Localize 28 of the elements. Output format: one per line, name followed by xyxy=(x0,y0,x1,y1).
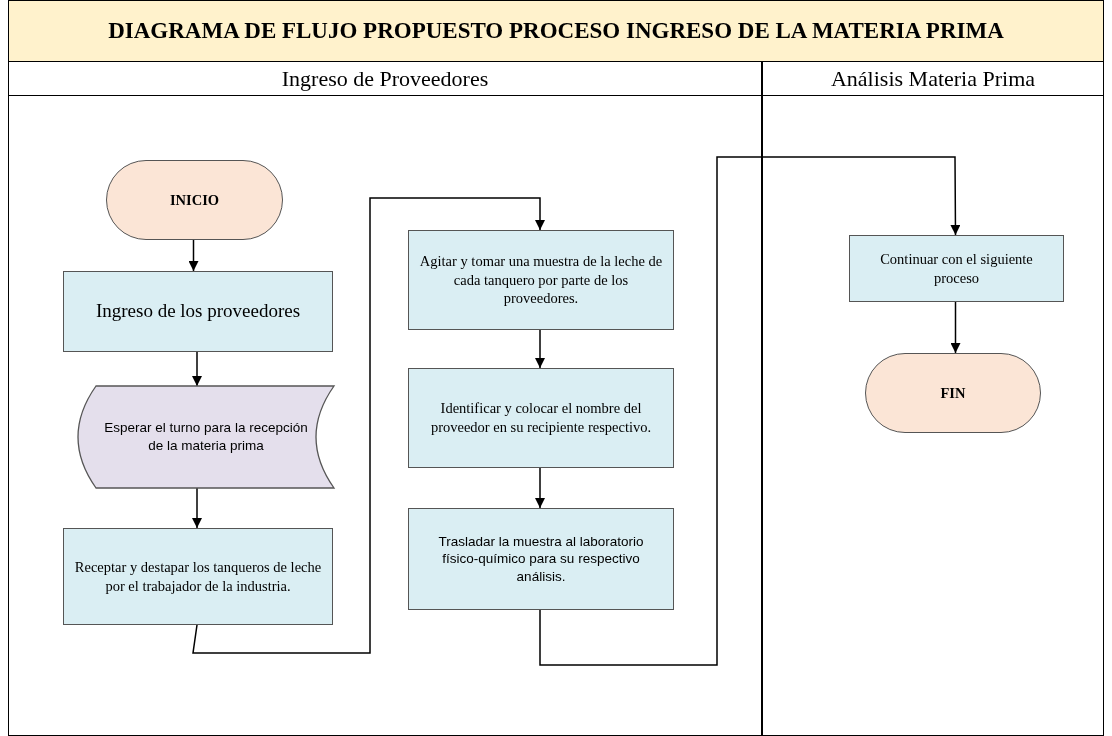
process-box xyxy=(408,508,674,610)
process-box xyxy=(849,235,1064,302)
step-text: Agitar y tomar una muestra de la leche de cada tanquero por parte de los proveedores. xyxy=(418,251,664,309)
swimlane xyxy=(762,62,1104,736)
arrow xyxy=(535,329,545,369)
arrow xyxy=(539,156,961,666)
arrow xyxy=(950,301,961,354)
step-text: Receptar y destapar los tanqueros de leche por el trabajador de la industria. xyxy=(73,557,323,596)
swimlane xyxy=(8,62,762,736)
arrow xyxy=(188,239,199,272)
process-box xyxy=(408,230,674,330)
step-text: Ingreso de los proveedores xyxy=(94,299,302,324)
terminal-label: INICIO xyxy=(168,190,221,210)
lane-header: Análisis Materia Prima xyxy=(763,62,1103,96)
arrow xyxy=(192,351,202,387)
terminal-label: FIN xyxy=(939,383,967,403)
arrow xyxy=(192,487,202,529)
process-box xyxy=(408,368,674,468)
arrow xyxy=(192,197,545,654)
step-text: Continuar con el siguiente proceso xyxy=(879,249,1034,288)
step-text: Esperar el turno para la recepción de la materia prima xyxy=(103,419,309,455)
arrow xyxy=(535,467,545,509)
step-text: Identificar y colocar el nombre del proveedor en su recipiente respectivo. xyxy=(429,399,653,437)
step-text: Trasladar la muestra al laboratorio físico-químico para su respectivo análisis. xyxy=(437,532,645,586)
process-box xyxy=(63,271,333,352)
lane-header: Ingreso de Proveedores xyxy=(9,62,761,96)
diagram-title: DIAGRAMA DE FLUJO PROPUESTO PROCESO INGRESO DE LA MATERIA PRIMA xyxy=(107,17,1005,45)
process-box xyxy=(63,528,333,625)
